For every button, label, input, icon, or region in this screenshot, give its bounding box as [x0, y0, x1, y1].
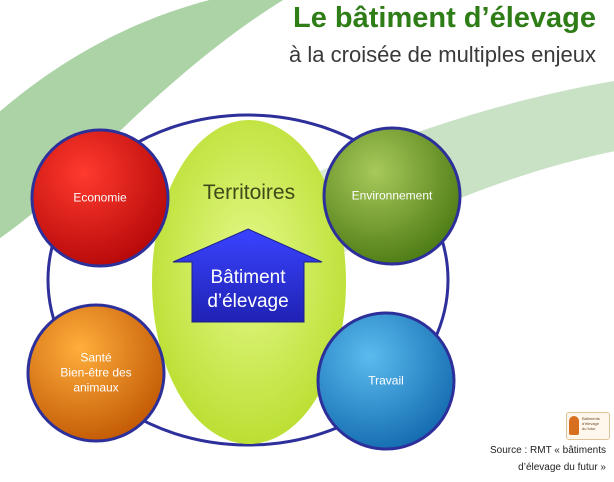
logo-text-line-2: d'élevage	[582, 421, 599, 426]
economie-circle	[30, 128, 170, 268]
rmt-logo: Bâtiments d'élevage du futur	[566, 412, 610, 440]
arrow-label-line-1: Bâtiment	[210, 267, 286, 288]
slide-title: Le bâtiment d’élevage	[293, 2, 596, 34]
sante-label-line-2: Bien-être des	[60, 365, 132, 380]
source-citation: Source : RMT « bâtiments d’élevage du fu…	[446, 442, 606, 476]
source-line-1: Source : RMT « bâtiments	[490, 445, 606, 456]
rmt-logo-text: Bâtiments d'élevage du futur	[582, 416, 608, 431]
arrow-label-line-2: d’élevage	[207, 291, 289, 312]
rmt-logo-mark	[569, 416, 579, 435]
logo-text-line-3: du futur	[582, 426, 596, 431]
environnement-circle	[322, 126, 462, 266]
source-line-2: d’élevage du futur »	[518, 462, 606, 473]
economie-label: Economie	[73, 190, 127, 205]
sante-label: Santé Bien-être des animaux	[60, 351, 131, 396]
logo-text-line-1: Bâtiments	[582, 416, 600, 421]
travail-label: Travail	[368, 373, 404, 388]
territoires-label: Territoires	[202, 181, 296, 204]
batiment-arrow-shape	[172, 228, 323, 323]
sante-circle	[26, 303, 166, 443]
environnement-label: Environnement	[351, 188, 433, 203]
slide-subtitle: à la croisée de multiples enjeux	[289, 42, 596, 67]
sante-label-line-3: animaux	[73, 380, 119, 395]
travail-circle	[316, 311, 456, 451]
sante-label-line-1: Santé	[80, 350, 112, 365]
batiment-arrow-label: Bâtiment d’élevage	[207, 266, 288, 314]
